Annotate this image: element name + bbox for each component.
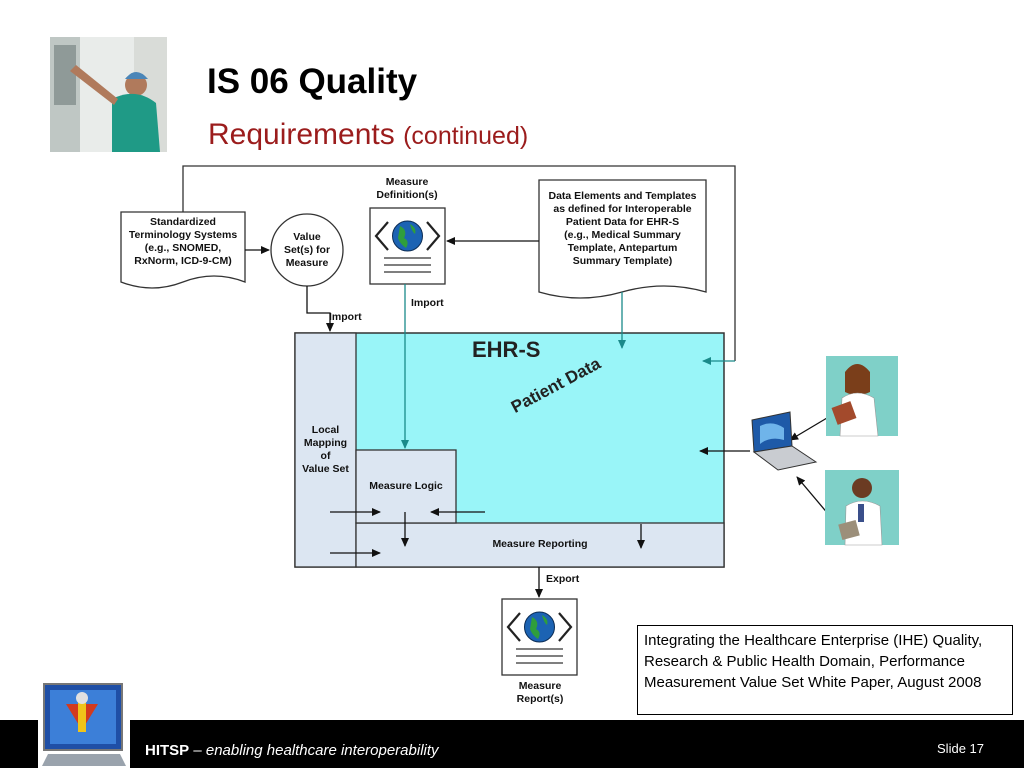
slide-subtitle: Requirements (continued): [208, 118, 528, 152]
data-elements-line: Summary Template): [572, 255, 673, 267]
measure-logic-label: Measure Logic: [369, 480, 443, 492]
measure-reports-line: Measure: [518, 680, 562, 692]
doctor-clipart: [825, 470, 899, 546]
subtitle-main: Requirements: [208, 118, 395, 151]
clinician-photo: [50, 37, 167, 152]
terminology-line: Standardized: [150, 216, 216, 228]
import-label-definition: Import: [411, 297, 444, 309]
laptop-clipart: [751, 411, 818, 471]
data-elements-label: Data Elements and Templates as defined f…: [539, 190, 706, 268]
local-mapping-panel: [294, 332, 357, 568]
terminology-line: Terminology Systems: [128, 229, 238, 241]
terminology-line: RxNorm, ICD-9-CM): [134, 255, 232, 267]
import-label-value-set: Import: [329, 311, 362, 323]
subtitle-small: (continued): [403, 122, 529, 150]
nurse-clipart: [826, 356, 898, 437]
ihe-reference-note: Integrating the Healthcare Enterprise (I…: [637, 625, 1013, 715]
value-set-line: Measure: [285, 257, 329, 269]
terminology-line: (e.g., SNOMED,: [144, 242, 222, 254]
local-mapping-line: Mapping: [303, 437, 348, 449]
ehr-title: EHR-S: [472, 337, 541, 362]
measure-reports-line: Report(s): [516, 693, 564, 705]
terminology-label: Standardized Terminology Systems (e.g., …: [121, 216, 245, 268]
data-elements-line: Template, Antepartum: [567, 242, 678, 254]
footer-tagline-text: enabling healthcare interoperability: [205, 742, 439, 759]
local-mapping-line: of: [320, 450, 331, 462]
slide-number: Slide 17: [937, 741, 984, 756]
data-elements-document: [538, 179, 707, 299]
measure-definition-line: Measure: [385, 176, 429, 188]
measure-report-icon: [500, 597, 579, 677]
data-elements-line: Patient Data for EHR-S: [565, 216, 680, 228]
hitsp-logo: [38, 680, 130, 768]
data-elements-line: as defined for Interoperable: [553, 203, 692, 215]
measure-reporting-panel: [355, 522, 725, 568]
measure-reports-label: Measure Report(s): [496, 680, 584, 706]
local-mapping-line: Value Set: [302, 463, 349, 475]
measure-reporting-label: Measure Reporting: [492, 538, 588, 550]
value-set-line: Value: [293, 231, 321, 243]
value-set-line: Set(s) for: [283, 244, 331, 256]
terminology-document: [120, 211, 246, 289]
measure-definition-icon: [368, 206, 447, 286]
footer-bar: [0, 720, 1024, 768]
footer-dash: –: [189, 742, 206, 759]
feedback-loop-line: [182, 165, 736, 361]
measure-definition-line: Definition(s): [376, 189, 438, 201]
data-elements-line: (e.g., Medical Summary: [564, 229, 681, 241]
footer-brand: HITSP: [145, 742, 190, 759]
footer-tagline: HITSP – enabling healthcare interoperabi…: [145, 742, 439, 759]
export-label: Export: [546, 573, 580, 585]
measure-definition-label: Measure Definition(s): [357, 176, 457, 202]
local-mapping-label: Local Mapping of Value Set: [295, 424, 356, 476]
local-mapping-line: Local: [311, 424, 340, 436]
slide-title: IS 06 Quality: [207, 62, 418, 101]
data-elements-line: Data Elements and Templates: [548, 190, 697, 202]
value-set-label: Value Set(s) for Measure: [271, 231, 343, 270]
